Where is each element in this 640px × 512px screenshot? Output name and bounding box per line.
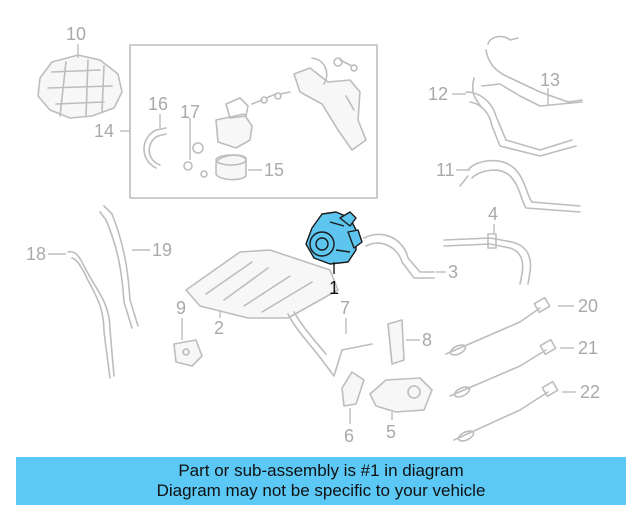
parts-20-21-22-sensors: 20 21 22 [445, 296, 600, 442]
info-banner: Part or sub-assembly is #1 in diagram Di… [16, 457, 626, 505]
part-7-pipe: 7 [287, 298, 373, 377]
part-10-drawing: 10 [37, 24, 123, 119]
part-6-bracket: 6 [341, 371, 365, 446]
callout-15: 15 [264, 160, 284, 180]
callout-6: 6 [344, 426, 354, 446]
callout-13: 13 [540, 70, 560, 90]
part-4-hose: 4 [443, 204, 532, 285]
part-18-hose: 18 [26, 244, 115, 379]
callout-21: 21 [578, 338, 598, 358]
callout-5: 5 [386, 422, 396, 442]
banner-line-2: Diagram may not be specific to your vehi… [156, 481, 486, 500]
parts-12-13-hoses: 13 12 [428, 35, 583, 157]
callout-8: 8 [422, 330, 432, 350]
part-2-engine-cover: 2 [185, 249, 339, 338]
part-19-hose: 19 [99, 205, 172, 329]
callout-9: 9 [176, 298, 186, 318]
callout-14: 14 [94, 121, 114, 141]
callout-10: 10 [66, 24, 86, 44]
callout-4: 4 [488, 204, 498, 224]
part-8-bracket: 8 [387, 319, 432, 365]
part-5-valve: 5 [369, 377, 433, 442]
part-1-air-pump-highlighted[interactable]: 1 [305, 211, 363, 298]
callout-3: 3 [448, 262, 458, 282]
part-11-pipe: 11 [436, 159, 581, 213]
parts-diagram: 10 14 16 17 15 [26, 24, 600, 446]
callout-22: 22 [580, 382, 600, 402]
part-14-assembly-box: 14 16 17 15 [94, 44, 378, 199]
callout-16: 16 [148, 94, 168, 114]
part-9-bracket: 9 [173, 298, 203, 367]
callout-17: 17 [180, 102, 200, 122]
callout-20: 20 [578, 296, 598, 316]
banner-line-1: Part or sub-assembly is #1 in diagram [178, 461, 464, 480]
callout-18: 18 [26, 244, 46, 264]
part-3-hose: 3 [363, 233, 458, 282]
callout-19: 19 [152, 240, 172, 260]
callout-1: 1 [329, 278, 339, 298]
callout-11: 11 [436, 160, 455, 180]
callout-7: 7 [340, 298, 350, 318]
callout-12: 12 [428, 84, 448, 104]
callout-2: 2 [214, 318, 224, 338]
